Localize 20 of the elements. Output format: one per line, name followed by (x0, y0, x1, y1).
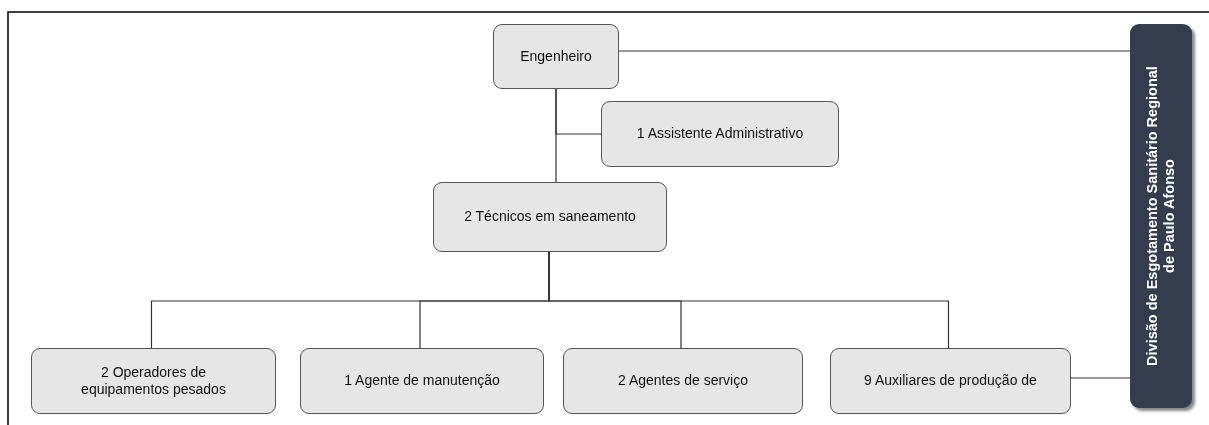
role-label: 1 Assistente Administrativo (636, 125, 804, 143)
role-label: 2 Agentes de serviço (618, 372, 748, 390)
role-label: Engenheiro (520, 47, 592, 66)
role-label: 2 Técnicos em saneamento (464, 208, 636, 226)
org-box (830, 348, 1071, 414)
connector-line (1070, 377, 1131, 379)
role-label: 1 Agente de manutenção (344, 372, 500, 390)
org-box (493, 24, 619, 89)
org-box (31, 348, 276, 414)
connector-line (618, 50, 1131, 52)
org-box (601, 101, 839, 167)
connector-line (548, 251, 950, 349)
role-label: 9 Auxiliares de produção de (864, 372, 1037, 390)
connector-line (555, 88, 557, 183)
division-banner (1130, 24, 1192, 408)
role-label: 2 Operadores de equipamentos pesados (80, 363, 227, 399)
org-box (300, 348, 544, 414)
org-box (433, 182, 667, 252)
banner-title: Divisão de Esgotamento Sanitário Regional de Paulo Afonso (1143, 66, 1178, 366)
org-box (563, 348, 803, 414)
